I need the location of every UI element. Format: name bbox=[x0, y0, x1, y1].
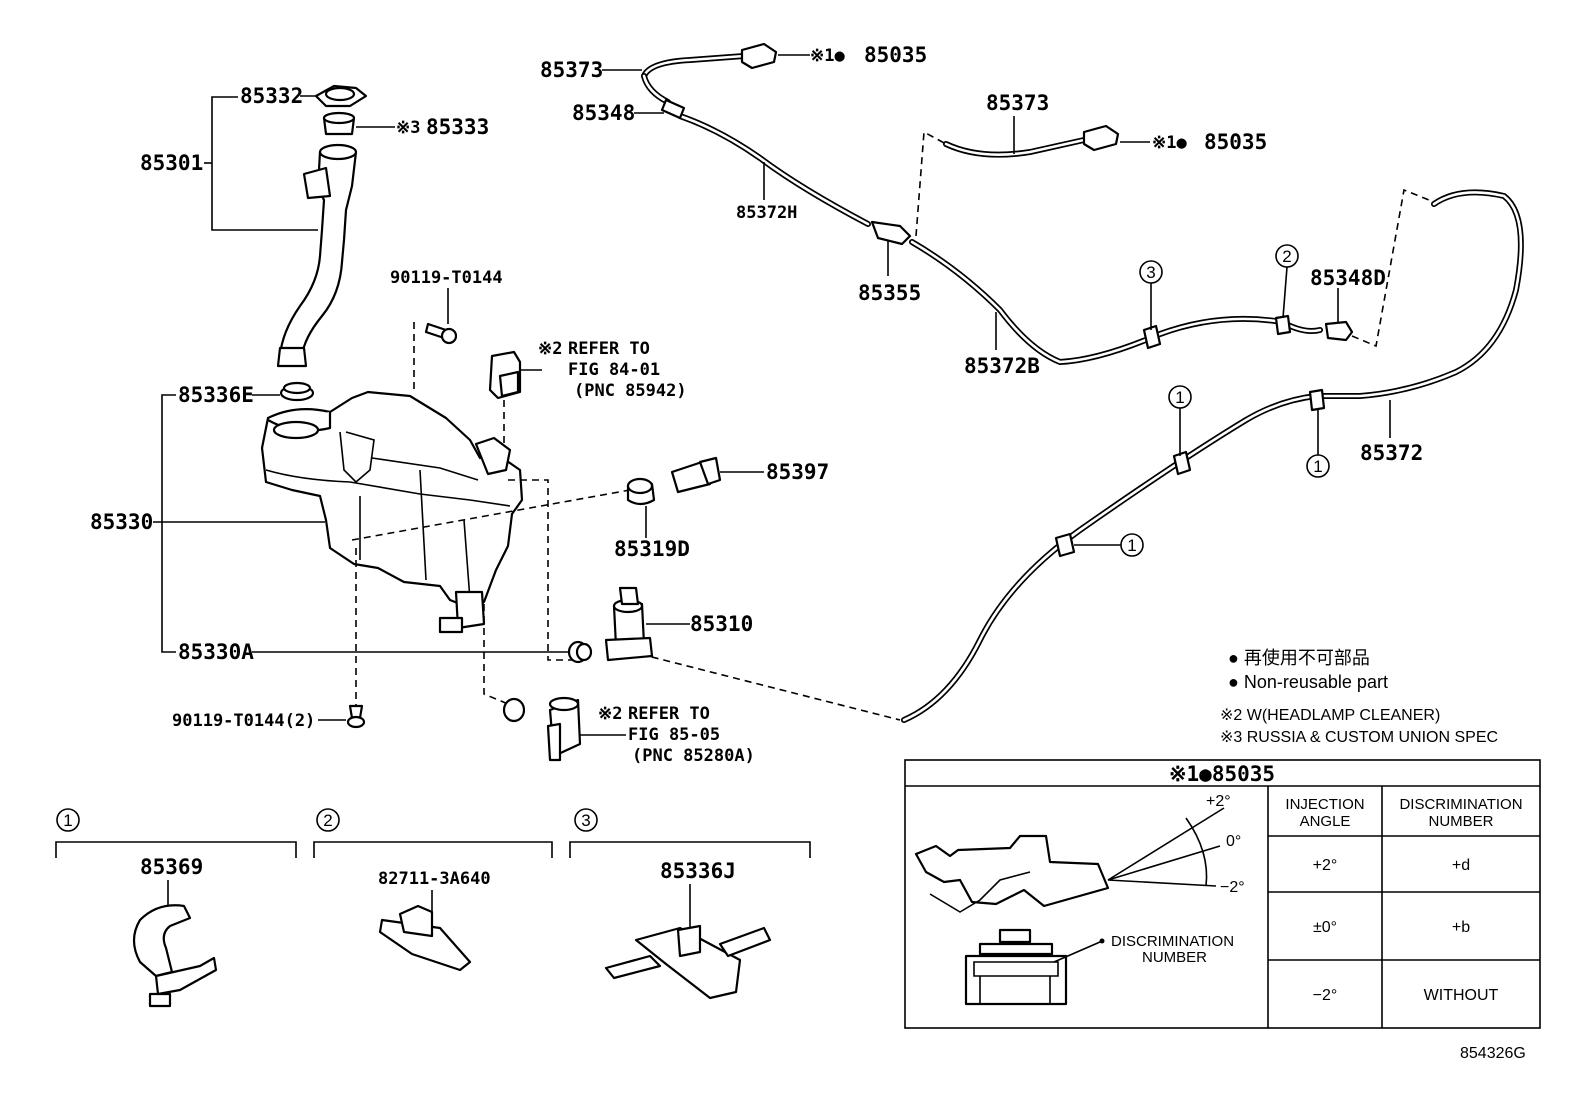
mark-85333: ※3 bbox=[396, 118, 420, 138]
table-row2-angle: ±0° bbox=[1313, 919, 1337, 936]
refer-note-1-line1: REFER TO bbox=[568, 339, 650, 359]
label-85319d: 85319D bbox=[614, 537, 690, 561]
fig-plus2: +2° bbox=[1206, 793, 1231, 810]
headlamp-pump-upper bbox=[488, 350, 542, 446]
callout-2-hose-text: 2 bbox=[1282, 247, 1291, 266]
table-title: ※1●85035 bbox=[1169, 762, 1275, 786]
grommet-85319d bbox=[626, 477, 656, 506]
level-sensor-85397 bbox=[670, 456, 722, 494]
filler-neck-85301 bbox=[276, 143, 358, 368]
nozzle-85035-a bbox=[740, 42, 778, 70]
label-85355: 85355 bbox=[858, 281, 921, 305]
clip-detail-1: 1 85369 bbox=[55, 808, 297, 1008]
grommet-85336e bbox=[279, 381, 315, 402]
table-row1-number: +d bbox=[1452, 857, 1470, 874]
table-row1-angle: +2° bbox=[1313, 857, 1338, 874]
table-row3-number: WITHOUT bbox=[1424, 987, 1499, 1004]
disc-line2: NUMBER bbox=[1142, 949, 1207, 966]
hose-85372b bbox=[909, 239, 1323, 366]
label-85373-a: 85373 bbox=[540, 58, 603, 82]
label-90119-t0144-2: 90119-T0144(2) bbox=[172, 711, 315, 731]
callout-1-hose-b-text: 1 bbox=[1313, 457, 1322, 476]
mark-85035-a: ※1● bbox=[810, 46, 845, 66]
joint-85355 bbox=[870, 220, 912, 246]
label-85333: 85333 bbox=[426, 115, 489, 139]
label-85301: 85301 bbox=[140, 151, 203, 175]
label-85373-b: 85373 bbox=[986, 91, 1049, 115]
mark-85035-b: ※1● bbox=[1152, 133, 1187, 153]
label-85372h: 85372H bbox=[736, 203, 797, 223]
table-col2-line1: DISCRIMINATION bbox=[1399, 796, 1522, 813]
callout-1-hose-c-text: 1 bbox=[1127, 536, 1136, 555]
table-col2-line2: NUMBER bbox=[1428, 813, 1493, 830]
joint-85348d bbox=[1324, 320, 1354, 342]
label-85332: 85332 bbox=[240, 84, 303, 108]
legend-jp: ● 再使用不可部品 bbox=[1228, 648, 1370, 668]
fig-zero: 0° bbox=[1226, 833, 1241, 850]
callout-1-hose-a-text: 1 bbox=[1175, 388, 1184, 407]
label-85330: 85330 bbox=[90, 510, 153, 534]
label-85372: 85372 bbox=[1360, 441, 1423, 465]
bolt-90119-t0144-2 bbox=[346, 704, 366, 729]
clip-detail-2: 2 82711-3A640 bbox=[313, 808, 553, 972]
refer-note-2-line2: FIG 85-05 bbox=[628, 725, 720, 745]
filler-cap-85332 bbox=[314, 84, 368, 108]
joint-85348 bbox=[660, 98, 686, 120]
label-90119-t0144: 90119-T0144 bbox=[390, 268, 503, 288]
label-85035-a: 85035 bbox=[864, 43, 927, 67]
strainer-85333 bbox=[322, 111, 356, 136]
label-85348: 85348 bbox=[572, 101, 635, 125]
discrimination-figure: DISCRIMINATION NUMBER bbox=[964, 928, 1234, 1006]
reservoir-assembly: 85332 ※3 85333 85301 90119-T0144 bbox=[90, 84, 570, 731]
refer-note-2-line3: (PNC 85280A) bbox=[632, 746, 755, 766]
clip-detail-3: 3 85336J bbox=[569, 808, 811, 1000]
refer-note-1-line2: FIG 84-01 bbox=[568, 360, 660, 380]
label-85397: 85397 bbox=[766, 460, 829, 484]
fig-minus2: −2° bbox=[1220, 879, 1245, 896]
table-row2-number: +b bbox=[1452, 919, 1470, 936]
table-row3-angle: −2° bbox=[1313, 987, 1338, 1004]
table-col1-line2: ANGLE bbox=[1300, 813, 1351, 830]
clip-detail-2-part: 82711-3A640 bbox=[378, 869, 491, 889]
clip-detail-1-part: 85369 bbox=[140, 855, 203, 879]
clip-detail-3-ref: 3 bbox=[581, 811, 590, 830]
washer-pump-85310 bbox=[604, 586, 654, 662]
clip-detail-1-ref: 1 bbox=[63, 811, 72, 830]
label-85336e: 85336E bbox=[178, 383, 254, 407]
legend-en: ● Non-reusable part bbox=[1228, 672, 1388, 692]
figure-code: 854326G bbox=[1460, 1045, 1526, 1062]
legend-note-2: ※2 W(HEADLAMP CLEANER) bbox=[1220, 707, 1440, 724]
refer-note-1-mark: ※2 bbox=[538, 339, 562, 359]
hose-85372 bbox=[901, 189, 1524, 723]
clip-detail-2-ref: 2 bbox=[323, 811, 332, 830]
label-85310: 85310 bbox=[690, 612, 753, 636]
nozzle-85035-b bbox=[1082, 124, 1120, 152]
nozzle-figure: +2° 0° −2° bbox=[914, 793, 1245, 913]
nozzle-angle-table: ※1●85035 INJECTION ANGLE DISCRIMINATION … bbox=[904, 759, 1541, 1029]
callout-3-hose-text: 3 bbox=[1146, 263, 1155, 282]
washer-tank-85330 bbox=[260, 390, 524, 634]
disc-line1: DISCRIMINATION bbox=[1111, 933, 1234, 950]
clip-detail-3-part: 85336J bbox=[660, 859, 736, 883]
label-85348d: 85348D bbox=[1310, 266, 1386, 290]
label-85372b: 85372B bbox=[964, 354, 1040, 378]
refer-note-1-line3: (PNC 85942) bbox=[574, 381, 687, 401]
headlamp-pump-lower bbox=[502, 696, 582, 762]
hose-85373-b bbox=[943, 137, 1087, 158]
hose-85372h bbox=[641, 53, 871, 227]
legend-note-3: ※3 RUSSIA & CUSTOM UNION SPEC bbox=[1220, 729, 1498, 746]
bolt-90119-t0144 bbox=[424, 322, 458, 345]
legend: ● 再使用不可部品 ● Non-reusable part ※2 W(HEADL… bbox=[1220, 648, 1498, 746]
label-85330a: 85330A bbox=[178, 640, 254, 664]
label-85035-b: 85035 bbox=[1204, 130, 1267, 154]
refer-note-2-line1: REFER TO bbox=[628, 704, 710, 724]
refer-note-2-mark: ※2 bbox=[598, 704, 622, 724]
table-col1-line1: INJECTION bbox=[1285, 796, 1364, 813]
grommet-85330a bbox=[567, 640, 593, 664]
